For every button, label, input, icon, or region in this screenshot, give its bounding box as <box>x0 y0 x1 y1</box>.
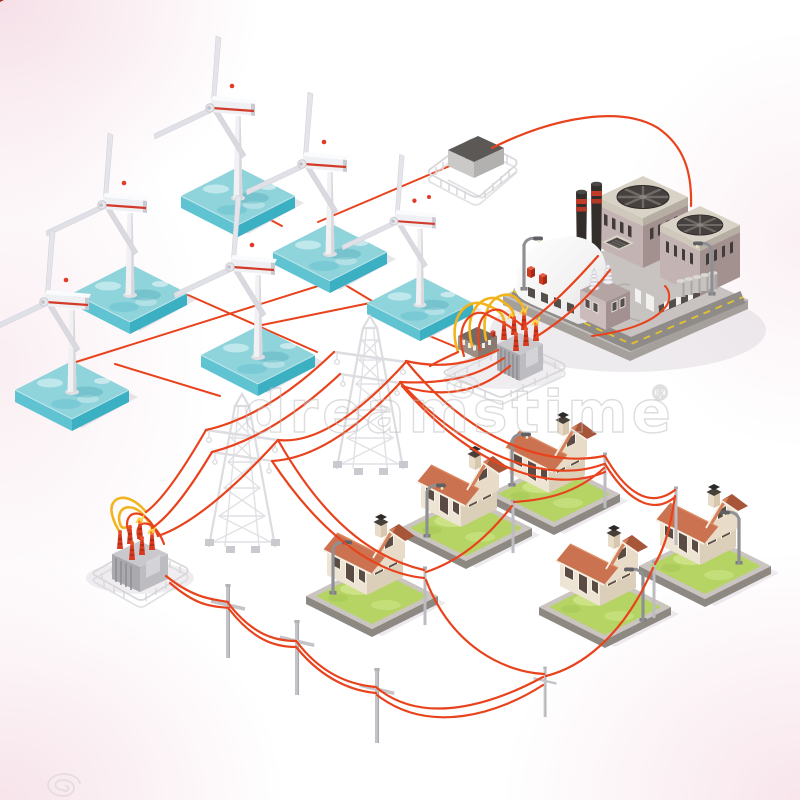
pole-span <box>227 607 298 649</box>
cooling-fins <box>115 558 132 590</box>
hall-door <box>646 293 654 312</box>
power-plant <box>0 0 766 372</box>
step-up-transformer <box>428 293 566 405</box>
plant-annex <box>580 261 630 330</box>
pole-span <box>375 675 545 710</box>
plant-to-transformer-cable <box>534 268 612 339</box>
district-drop <box>424 504 514 574</box>
watermark-swirl <box>47 773 81 797</box>
pole-span <box>295 646 378 695</box>
watermark-registered-icon: ® <box>650 381 674 405</box>
transformer-unit <box>497 333 543 381</box>
pole-span <box>375 683 545 719</box>
switch-box <box>539 273 547 285</box>
service-post-3 <box>423 566 427 625</box>
pylon-to-district <box>404 359 606 460</box>
transformer-to-pylon-cable <box>404 348 500 366</box>
wind-turbine-1 <box>152 34 306 239</box>
service-post-1 <box>603 452 607 508</box>
district-drop <box>653 494 677 566</box>
stepdown-to-pole <box>168 581 231 610</box>
district-drop <box>424 578 546 676</box>
window-slits <box>666 240 733 266</box>
pylon-to-district <box>270 459 426 580</box>
pylon-span <box>276 360 408 442</box>
utility-pole-3 <box>357 666 397 745</box>
pylon-to-district <box>400 384 607 481</box>
stepdown-to-pole <box>164 574 230 604</box>
wind-turbine-4 <box>0 228 140 433</box>
district-drop <box>512 466 606 504</box>
pole-span <box>295 640 378 689</box>
pylon-span <box>210 372 342 454</box>
energy-storage-substation <box>427 136 518 206</box>
annex-windows <box>584 296 626 314</box>
house-5 <box>538 524 680 649</box>
switch-box <box>527 266 535 278</box>
pylon-to-stepdown <box>144 428 208 514</box>
district-drop <box>544 566 655 678</box>
pylon-to-district <box>276 438 426 572</box>
residential-district <box>305 411 780 649</box>
sparks <box>507 305 541 326</box>
district-drop <box>603 454 677 500</box>
offshore-wind-farm <box>0 34 483 433</box>
sparks <box>135 514 157 535</box>
utility-pole-2 <box>277 618 317 697</box>
watermark: dreamstime ® <box>47 375 675 797</box>
roof-vent <box>602 235 634 250</box>
pylon-span <box>204 350 336 432</box>
storage-unit <box>448 136 504 162</box>
pylon-span <box>270 381 402 463</box>
district-drop <box>603 462 677 506</box>
power-lines <box>144 115 693 719</box>
pylon-to-stepdown <box>156 438 280 538</box>
cooling-fan <box>610 181 676 213</box>
pylon-to-district <box>398 380 606 472</box>
watermark-brand: dreamstime <box>244 378 675 446</box>
cooling-fan <box>671 211 729 239</box>
step-down-transformer <box>86 496 194 608</box>
storage-to-plant-cable <box>490 115 693 208</box>
house-3 <box>638 483 780 608</box>
plant-ground-cable <box>591 285 671 337</box>
pole-span <box>226 601 298 643</box>
pylon-to-stepdown <box>150 450 214 530</box>
plant-to-transformer-cable <box>522 254 600 328</box>
